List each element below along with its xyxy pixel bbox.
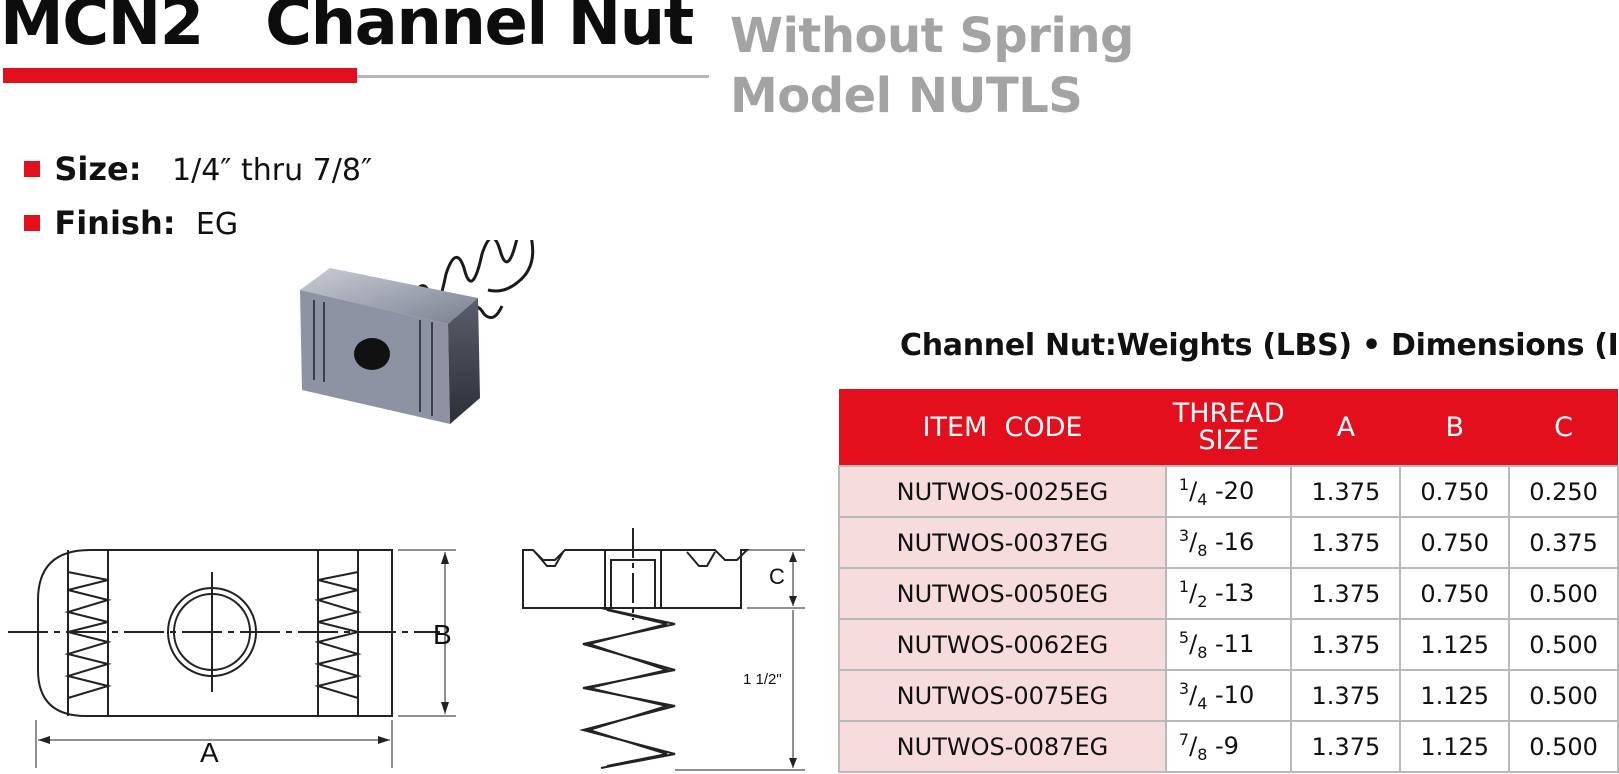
thread-denominator: 2 xyxy=(1197,591,1208,611)
thread-tpi: -10 xyxy=(1215,680,1255,709)
thread-tpi: -16 xyxy=(1215,527,1255,556)
dim-a-cell: 1.375 xyxy=(1290,669,1402,722)
dim-a-cell: 1.375 xyxy=(1290,465,1402,518)
model-subtitle: Without Spring Model NUTLS xyxy=(730,6,1134,126)
finish-label: Finish: xyxy=(54,204,176,242)
size-value: 1/4″ thru 7/8″ xyxy=(172,153,373,188)
header-item-code: ITEM CODE xyxy=(839,389,1166,466)
dim-c-cell: 0.250 xyxy=(1508,465,1619,518)
thread-numerator: 7 xyxy=(1178,729,1190,749)
dim-a-cell: 1.375 xyxy=(1290,516,1402,569)
channel-nut-product-image xyxy=(300,240,535,424)
dim-a-cell: 1.375 xyxy=(1290,567,1402,620)
dim-b-cell: 1.125 xyxy=(1399,618,1511,671)
finish-spec: Finish: EG xyxy=(0,166,238,242)
dim-b-cell: 0.750 xyxy=(1399,516,1511,569)
thread-size-cell: 3/4 -10 xyxy=(1164,669,1293,722)
thread-tpi: -13 xyxy=(1215,578,1255,607)
item-code-cell: NUTWOS-0062EG xyxy=(838,618,1167,671)
finish-value: EG xyxy=(195,207,239,242)
header-b: B xyxy=(1400,389,1510,466)
size-label: Size: xyxy=(54,150,142,188)
dim-c-cell: 0.500 xyxy=(1508,618,1619,671)
header-c: C xyxy=(1509,389,1618,466)
thread-denominator: 4 xyxy=(1197,693,1208,713)
thread-denominator: 8 xyxy=(1197,540,1208,560)
title-underline-grey xyxy=(357,75,709,78)
bullet-square-icon xyxy=(24,161,41,177)
thread-denominator: 4 xyxy=(1197,489,1208,509)
thread-numerator: 1 xyxy=(1178,474,1190,494)
thread-size-cell: 1/2 -13 xyxy=(1164,567,1293,620)
dim-b-cell: 0.750 xyxy=(1399,465,1511,518)
table-caption: Channel Nut:Weights (LBS) • Dimensions (… xyxy=(900,328,1619,363)
item-code-cell: NUTWOS-0075EG xyxy=(838,669,1167,722)
thread-tpi: -11 xyxy=(1215,629,1255,658)
dim-a-cell: 1.375 xyxy=(1290,618,1402,671)
front-view-drawing: B A xyxy=(8,549,456,768)
thread-tpi: -9 xyxy=(1215,731,1239,760)
side-view-drawing: C 1 1/2" xyxy=(522,528,805,771)
thread-numerator: 3 xyxy=(1178,678,1190,698)
dim-c-cell: 0.500 xyxy=(1508,720,1619,773)
subtitle-line-1: Without Spring xyxy=(730,8,1134,64)
thread-size-cell: 5/8 -11 xyxy=(1164,618,1293,671)
item-code-cell: NUTWOS-0087EG xyxy=(838,720,1167,773)
thread-size-cell: 1/4 -20 xyxy=(1164,465,1293,518)
dimension-a-label: A xyxy=(200,737,219,768)
item-code-cell: NUTWOS-0050EG xyxy=(838,567,1167,620)
thread-numerator: 5 xyxy=(1178,627,1190,647)
dim-b-cell: 1.125 xyxy=(1399,720,1511,773)
dim-c-cell: 0.500 xyxy=(1508,669,1619,722)
dimension-b-label: B xyxy=(433,619,452,650)
bullet-square-icon xyxy=(24,215,41,231)
thread-denominator: 8 xyxy=(1197,642,1208,662)
dim-c-cell: 0.375 xyxy=(1508,516,1619,569)
title-underline-red xyxy=(3,68,357,83)
page-title: MCN2 Channel Nut xyxy=(0,0,694,60)
item-code-cell: NUTWOS-0037EG xyxy=(838,516,1167,569)
dimension-c-label: C xyxy=(769,564,785,589)
thread-numerator: 1 xyxy=(1178,576,1190,596)
spring-length-label: 1 1/2" xyxy=(743,671,782,688)
thread-tpi: -20 xyxy=(1215,476,1255,505)
thread-size-cell: 7/8 -9 xyxy=(1164,720,1293,773)
dim-b-cell: 1.125 xyxy=(1399,669,1511,722)
thread-size-cell: 3/8 -16 xyxy=(1164,516,1293,569)
dim-b-cell: 0.750 xyxy=(1399,567,1511,620)
dim-a-cell: 1.375 xyxy=(1290,720,1402,773)
subtitle-line-2: Model NUTLS xyxy=(730,68,1083,124)
header-a: A xyxy=(1291,389,1401,466)
size-spec: Size: 1/4″ thru 7/8″ xyxy=(0,112,372,188)
thread-denominator: 8 xyxy=(1197,744,1208,764)
item-code-cell: NUTWOS-0025EG xyxy=(838,465,1167,518)
thread-numerator: 3 xyxy=(1178,525,1190,545)
dim-c-cell: 0.500 xyxy=(1508,567,1619,620)
